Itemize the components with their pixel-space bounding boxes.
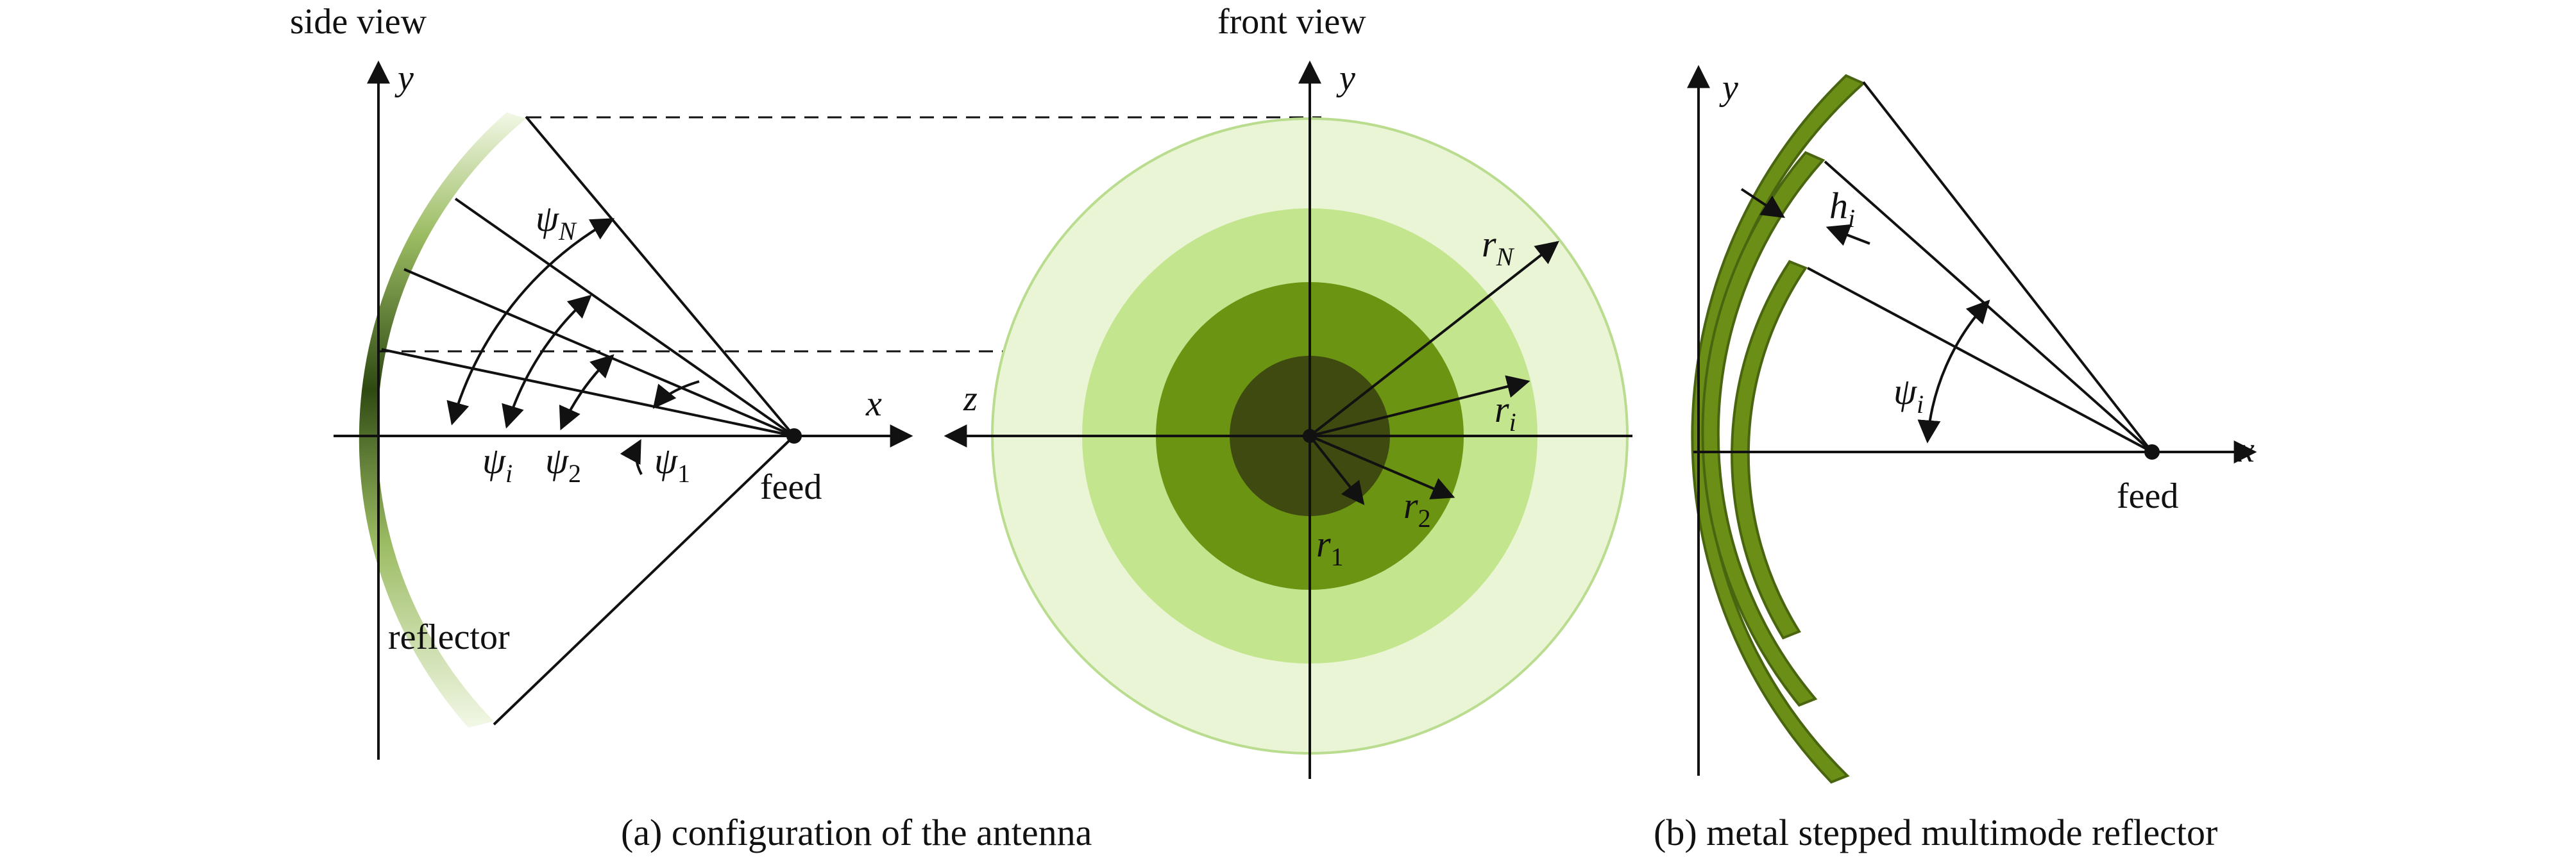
b-feed-label: feed [2117,476,2178,516]
radius-i-label: ri [1495,389,1516,437]
b-ray-top [1862,81,2153,453]
side-x-label: x [865,384,882,424]
front-view: front view y z rN ri r1 r2 [944,2,1632,779]
radius-1-arrow [1309,435,1365,505]
side-view: side view y x ψN ψi ψ2 ψ1 feed reflector [290,2,913,760]
radius-n-label: rN [1482,223,1515,271]
psi-1-label: ψ1 [654,440,690,488]
radius-i-arrow [1309,375,1530,437]
psi-2-label: ψ2 [545,440,581,488]
radius-1-label: r1 [1316,523,1344,571]
stepped-reflector-view: y x hi ψi feed [1687,65,2257,784]
caption-a: (a) configuration of the antenna [621,812,1092,853]
ray-i [403,268,795,437]
b-x-label: x [2238,430,2255,470]
psi-i-label: ψi [482,440,513,488]
side-y-label: y [394,58,414,98]
ray-top [525,115,795,437]
b-feed-point [2144,444,2160,460]
side-feed-point [786,428,802,444]
b-y-label: y [1719,68,1738,108]
reflector-band-inner [1731,260,1808,640]
side-reflector [359,112,526,728]
caption-b: (b) metal stepped multimode reflector [1654,812,2217,853]
b-angle-arc [1917,299,1990,444]
front-z-label: z [963,379,978,419]
angle-arc-i [502,294,592,429]
ray-bottom [493,435,795,726]
radius-2-label: r2 [1403,485,1431,533]
b-ray-mid [1824,160,2153,453]
angle-arc-1-start [620,439,643,475]
thickness-arrow-in [1826,224,1870,246]
side-feed-label: feed [760,467,822,507]
psi-n-label: ψN [536,197,577,246]
front-view-title: front view [1217,2,1366,42]
b-angle-label: ψi [1894,371,1924,419]
radius-2-arrow [1309,435,1455,499]
reflector-band-middle [1701,151,1826,707]
front-center-point [1303,429,1317,443]
b-ray-low [1807,267,2153,453]
angle-arc-1 [652,380,700,409]
side-reflector-label: reflector [388,617,510,657]
radius-n-arrow [1309,240,1559,437]
side-view-title: side view [290,2,427,42]
angle-arc-2 [559,354,614,431]
thickness-label: hi [1829,185,1855,233]
thickness-arrow-out [1740,188,1786,218]
front-y-label: y [1336,58,1355,98]
